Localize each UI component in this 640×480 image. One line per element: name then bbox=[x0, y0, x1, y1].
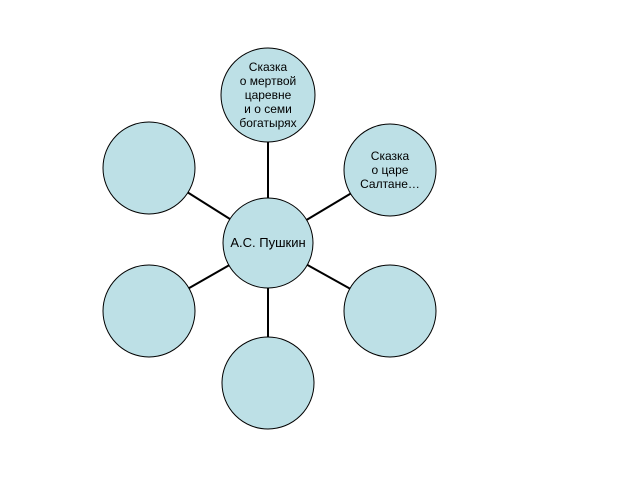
node-upper-right bbox=[343, 123, 437, 217]
node-lower-left bbox=[102, 264, 196, 358]
node-lower-right bbox=[343, 264, 437, 358]
node-bottom bbox=[221, 336, 315, 430]
node-upper-left bbox=[102, 121, 196, 215]
node-top bbox=[220, 47, 316, 143]
center-node bbox=[222, 197, 314, 289]
